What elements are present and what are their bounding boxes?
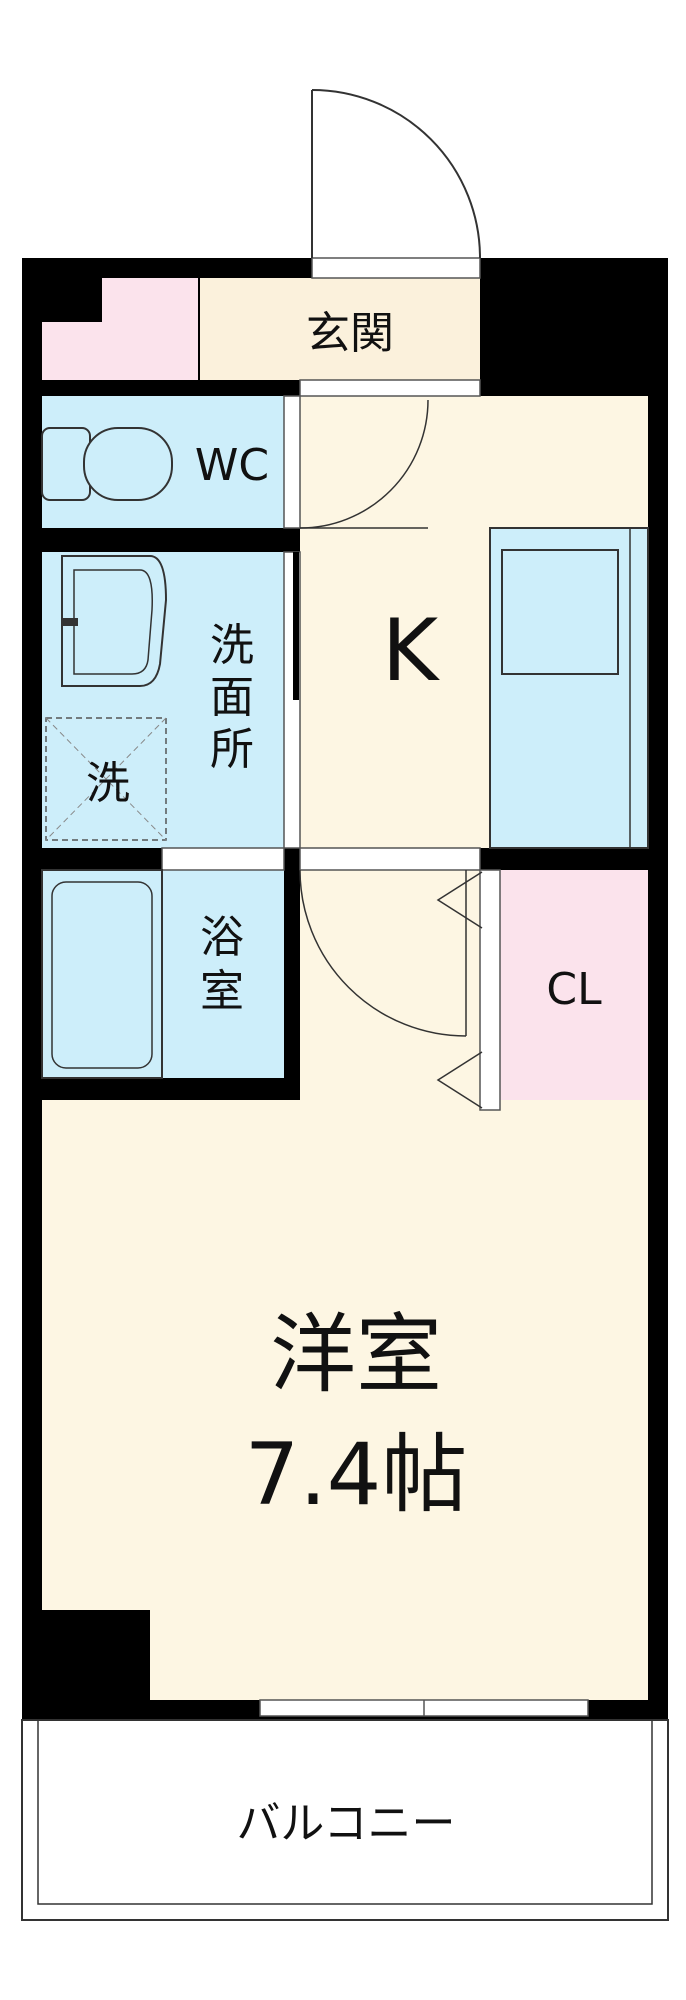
shoe-storage-floor-main bbox=[42, 322, 198, 380]
entry-door-swing bbox=[311, 89, 481, 259]
kitchen-label: K bbox=[382, 601, 441, 701]
western-room-floor-lower bbox=[150, 1610, 648, 1700]
kitchen-sink bbox=[501, 549, 619, 675]
western-room-size: 7.4帖 bbox=[245, 1425, 468, 1525]
washroom-label-1: 洗 bbox=[210, 620, 254, 671]
bath-door-frame bbox=[161, 847, 285, 871]
entry-door-frame bbox=[311, 257, 481, 279]
washer-label: 洗 bbox=[86, 758, 130, 809]
closet-floor bbox=[500, 870, 648, 1110]
genkan-floor bbox=[200, 278, 480, 380]
closet-folding-door-top bbox=[436, 871, 483, 929]
wash-basin-bowl bbox=[73, 569, 153, 675]
faucet-icon bbox=[62, 618, 78, 626]
bath-label-1: 浴 bbox=[200, 912, 244, 963]
toilet-bowl bbox=[83, 427, 173, 501]
washroom-label-3: 所 bbox=[210, 724, 254, 775]
closet-door-track bbox=[479, 869, 501, 1111]
genkan-label: 玄関 bbox=[306, 308, 394, 359]
closet-label: CL bbox=[546, 964, 602, 1015]
wc-door-frame bbox=[283, 395, 301, 529]
bath-label-2: 室 bbox=[200, 966, 244, 1017]
western-room-label: 洋室 bbox=[270, 1305, 442, 1405]
western-room-floor-upper bbox=[300, 870, 486, 1110]
room-door-swing bbox=[299, 869, 467, 1037]
balcony-railing bbox=[37, 1719, 653, 1905]
closet-folding-door-bottom bbox=[436, 1051, 483, 1109]
balcony-floor bbox=[21, 1719, 669, 1921]
wc-label: WC bbox=[195, 440, 269, 491]
washroom-label-2: 面 bbox=[210, 672, 254, 723]
western-room-floor bbox=[42, 1100, 648, 1620]
wc-door-swing bbox=[299, 399, 429, 529]
genkan-step bbox=[299, 379, 481, 397]
pillar bbox=[22, 1610, 150, 1720]
wash-basin bbox=[61, 555, 168, 687]
toilet-tank bbox=[41, 427, 91, 501]
bathtub-inner bbox=[51, 881, 153, 1069]
room-door-frame bbox=[299, 847, 481, 871]
shoe-storage-step bbox=[102, 278, 198, 322]
washer-cross-b bbox=[45, 717, 167, 841]
balcony-label: バルコニー bbox=[236, 1798, 455, 1849]
